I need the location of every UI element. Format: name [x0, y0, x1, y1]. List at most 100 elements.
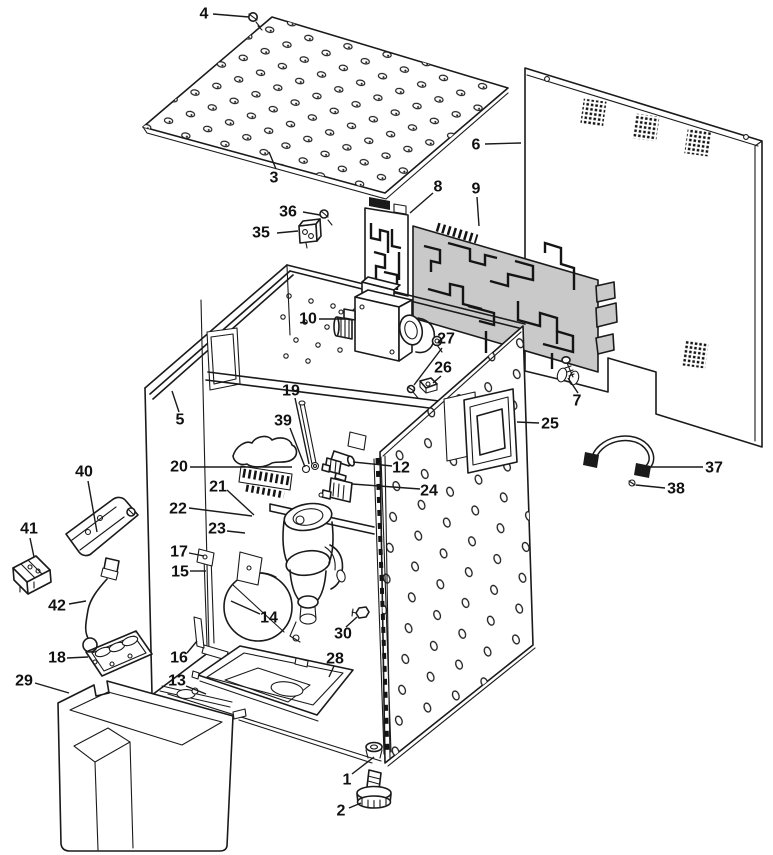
strip-16 [193, 616, 205, 649]
part-leader-17 [188, 552, 205, 557]
hinge-slot-strip [375, 457, 390, 754]
part-leader-21 [226, 489, 255, 516]
part-label-1: 1 [343, 772, 352, 789]
part-leader-4 [212, 13, 250, 18]
part-label-23: 23 [208, 521, 226, 538]
floor-piece-13 [159, 685, 233, 708]
part-leader-24 [351, 483, 421, 490]
water-tank [57, 680, 247, 852]
top-panel [142, 16, 509, 200]
part-label-36: 36 [279, 204, 297, 221]
washer [310, 461, 320, 471]
washer [301, 464, 311, 474]
part-label-42: 42 [48, 598, 66, 615]
vent-grille [580, 98, 607, 127]
part-leader-23 [226, 530, 246, 534]
part-label-3: 3 [270, 170, 279, 187]
vent-grille [684, 128, 712, 157]
part-label-5: 5 [176, 412, 185, 429]
part-label-37: 37 [705, 460, 723, 477]
part-label-12: 12 [392, 460, 410, 477]
part-leader-25 [516, 421, 540, 424]
shelf-screw [406, 384, 419, 399]
part-label-4: 4 [200, 6, 209, 23]
floor-edge [167, 693, 382, 762]
part-label-16: 16 [170, 650, 188, 667]
part-leader-36 [302, 211, 321, 216]
part-label-19: 19 [282, 383, 300, 400]
part-leader-8 [409, 192, 434, 214]
part-label-20: 20 [170, 459, 188, 476]
part-leader-41 [29, 537, 35, 558]
part-leader-27 [413, 347, 443, 386]
part-label-38: 38 [667, 481, 685, 498]
part-label-2: 2 [337, 803, 346, 820]
part-label-17: 17 [170, 544, 188, 561]
part-leader-16 [186, 640, 198, 654]
shelf-edge [205, 371, 448, 411]
control-board-large [412, 222, 618, 386]
doser-funnel [232, 435, 298, 499]
chute-ribs [242, 468, 291, 486]
part-leader-42 [68, 600, 87, 605]
part-leader-40 [87, 480, 98, 533]
ground-strap [583, 435, 655, 487]
display-frame [443, 388, 518, 474]
side-bracket-channel [201, 551, 263, 661]
part-label-21: 21 [209, 479, 227, 496]
foot-mount [365, 741, 383, 759]
part-label-15: 15 [171, 564, 189, 581]
part-label-7: 7 [573, 393, 582, 410]
part-label-40: 40 [75, 464, 93, 481]
part-leader-35 [276, 230, 299, 234]
part-label-8: 8 [434, 179, 443, 196]
control-board-small [364, 197, 409, 297]
part-label-14: 14 [260, 610, 278, 627]
panel-screw-7 [561, 355, 575, 378]
relay-screw [319, 209, 333, 226]
part-label-13: 13 [168, 673, 186, 690]
leveling-foot [356, 769, 392, 809]
part-label-9: 9 [472, 181, 481, 198]
cabinet [144, 264, 536, 767]
brew-unit [282, 502, 346, 643]
part-label-30: 30 [334, 626, 352, 643]
part-leader-1 [351, 756, 375, 775]
board-connector-comb [435, 222, 479, 244]
power-board-18 [85, 630, 153, 677]
strap-terminal [634, 463, 651, 478]
part-leader-12 [352, 461, 393, 467]
part-label-22: 22 [169, 501, 187, 518]
drip-tray [191, 645, 354, 722]
top-panel-perforation [143, 17, 508, 193]
hinge-pin [298, 400, 320, 474]
part-leader-28 [328, 665, 335, 678]
part-label-6: 6 [472, 137, 481, 154]
part-leader-39 [289, 427, 306, 468]
front-trim [238, 719, 373, 764]
part-label-29: 29 [15, 673, 33, 690]
sensor-cable-42 [82, 557, 120, 653]
relay-box [298, 218, 322, 249]
strap-terminal [583, 452, 599, 468]
part-leader-38 [635, 484, 666, 489]
wall-clip [347, 431, 367, 451]
part-label-26: 26 [434, 360, 452, 377]
part-label-27: 27 [437, 331, 455, 348]
pump-head [398, 314, 443, 354]
part-leader-14 [230, 600, 261, 615]
part-leader-13 [185, 685, 207, 695]
part-label-35: 35 [252, 225, 270, 242]
part-label-10: 10 [299, 311, 317, 328]
small-bracket-17 [196, 548, 215, 567]
part-label-28: 28 [326, 651, 344, 668]
part-label-18: 18 [48, 650, 66, 667]
part-label-24: 24 [420, 483, 438, 500]
part-leader-26 [432, 375, 442, 384]
shelf-nut [419, 377, 438, 394]
solenoid-valve [318, 472, 353, 503]
part-leader-3 [268, 151, 277, 170]
elbow-fitting [321, 450, 356, 475]
